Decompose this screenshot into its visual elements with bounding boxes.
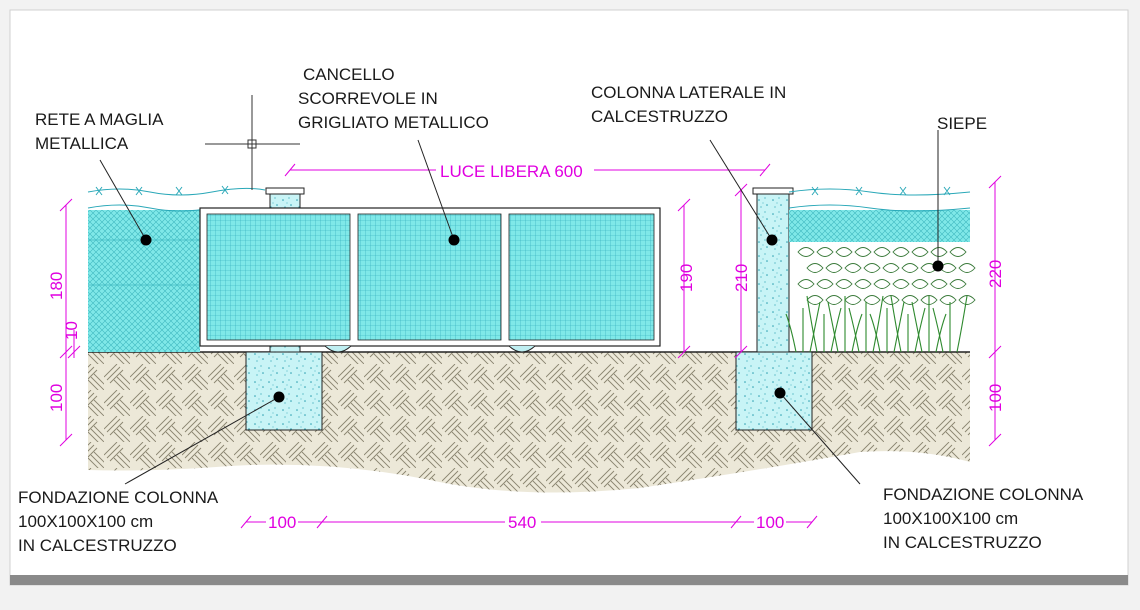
metal-mesh-fence-left	[88, 210, 200, 352]
gate-wheel-1	[324, 345, 352, 353]
hedge-leaf	[844, 263, 862, 273]
hedge-leaf	[939, 263, 957, 273]
hedge-leaf	[863, 263, 881, 273]
cad-crosshair-icon	[205, 95, 300, 190]
hedge-leaf	[797, 247, 815, 257]
hedge-leaf	[816, 279, 834, 289]
hedge-leaf	[825, 295, 843, 305]
hedge-leaf	[797, 279, 815, 289]
grass-blade	[956, 295, 968, 353]
label-siepe: SIEPE	[937, 114, 987, 133]
dim-right-height: 220	[986, 260, 1005, 288]
hedge-leaf	[882, 295, 900, 305]
dim-column-height: 210	[732, 264, 751, 292]
metal-mesh-fence-right	[789, 210, 970, 242]
label-cancello-line2: SCORREVOLE IN	[298, 89, 438, 108]
dim-bottom-left: 100	[268, 513, 296, 532]
hedge-leaf	[949, 279, 967, 289]
hedge-leaf	[844, 295, 862, 305]
hedge-leaf	[930, 247, 948, 257]
hedge-leaf	[892, 247, 910, 257]
hedge-leaf	[835, 279, 853, 289]
grass-blade	[872, 295, 884, 353]
grass-blade	[932, 307, 944, 353]
dim-bottom-center: 540	[508, 513, 536, 532]
dim-left-height: 180	[47, 272, 66, 300]
label-fond-left-line3: IN CALCESTRUZZO	[18, 536, 177, 555]
sheet-shadow	[10, 575, 1128, 585]
grass-blade	[911, 301, 923, 353]
grass-blade	[893, 301, 905, 353]
label-rete-line2: METALLICA	[35, 134, 129, 153]
grass-blade	[806, 295, 818, 353]
hedge-leaf	[939, 295, 957, 305]
hedge-leaf	[854, 247, 872, 257]
hedge-leaf	[873, 279, 891, 289]
hedge-leaf	[825, 263, 843, 273]
leader-dots	[140, 234, 944, 403]
grass-blade	[827, 301, 839, 353]
hedge-leaf	[911, 279, 929, 289]
hedge-leaf	[854, 279, 872, 289]
label-fond-right-line2: 100X100X100 cm	[883, 509, 1018, 528]
grass-blade	[935, 313, 947, 353]
grass-blade	[785, 313, 797, 353]
label-fond-right-line1: FONDAZIONE COLONNA	[883, 485, 1084, 504]
dim-luce-libera: LUCE LIBERA 600	[440, 162, 583, 181]
dim-right-depth: 100	[986, 384, 1005, 412]
label-colonna-line2: CALCESTRUZZO	[591, 107, 728, 126]
dim-left-gap: 10	[62, 321, 81, 340]
hedge-leaf	[806, 295, 824, 305]
hedge-leaf	[930, 279, 948, 289]
label-fond-left-line1: FONDAZIONE COLONNA	[18, 488, 219, 507]
barbed-wire-right	[788, 186, 971, 212]
gate-panel-2	[357, 213, 502, 341]
grass-blade	[869, 313, 881, 353]
hedge-leaf	[911, 247, 929, 257]
label-fond-right-line3: IN CALCESTRUZZO	[883, 533, 1042, 552]
barbed-wire-left	[87, 185, 266, 212]
hedge-leaf	[958, 295, 976, 305]
label-fond-left-line2: 100X100X100 cm	[18, 512, 153, 531]
label-colonna-line1: COLONNA LATERALE IN	[591, 83, 786, 102]
label-rete-line1: RETE A MAGLIA	[35, 110, 164, 129]
hedge-leaf	[949, 247, 967, 257]
hedge-leaf	[901, 295, 919, 305]
hedge-foliage	[797, 247, 976, 305]
grass-blade	[848, 307, 860, 353]
grass-blade	[809, 301, 821, 353]
leader-lines	[99, 130, 939, 485]
label-cancello-line3: GRIGLIATO METALLICO	[298, 113, 489, 132]
dim-bottom-right: 100	[756, 513, 784, 532]
gate-panel-3	[508, 213, 655, 341]
grass-blade	[890, 295, 902, 353]
hedge-leaf	[863, 295, 881, 305]
hedge-leaf	[892, 279, 910, 289]
hedge-leaf	[901, 263, 919, 273]
grass-blade	[851, 313, 863, 353]
dim-left-depth: 100	[47, 384, 66, 412]
hedge-leaf	[806, 263, 824, 273]
hedge-leaf	[958, 263, 976, 273]
grass-blade	[914, 307, 926, 353]
gate-wheel-2	[508, 345, 536, 353]
hedge-leaf	[882, 263, 900, 273]
hedge-grass	[785, 295, 968, 353]
label-cancello-line1: CANCELLO	[303, 65, 395, 84]
side-column-right	[756, 191, 790, 353]
foundation-right	[735, 351, 813, 431]
hedge-leaf	[835, 247, 853, 257]
foundation-left	[245, 351, 323, 431]
hedge-leaf	[873, 247, 891, 257]
dim-gate-height: 190	[677, 264, 696, 292]
hedge-leaf	[816, 247, 834, 257]
gate-panel-1	[206, 213, 351, 341]
grass-blade	[830, 307, 842, 353]
